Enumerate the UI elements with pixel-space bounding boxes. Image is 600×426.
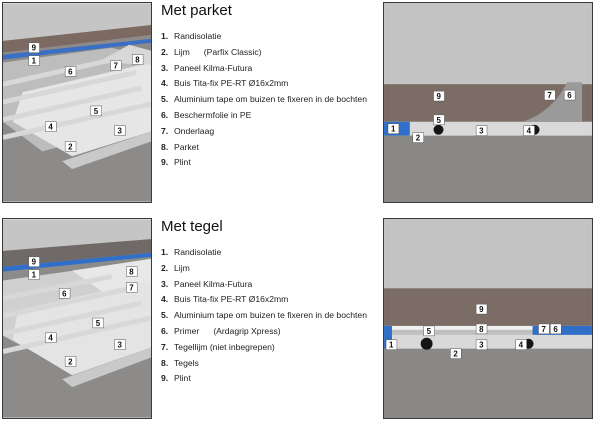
label-6: 6 [553, 325, 558, 334]
pipe-left [420, 337, 433, 350]
pipe-1 [3, 274, 113, 301]
pipe-3 [3, 85, 142, 123]
legend-item: 5.Aluminium tape om buizen te fixeren in… [161, 94, 367, 105]
panel [384, 334, 592, 349]
parket-cutaway-svg: 9 1 6 7 8 5 4 3 2 [3, 3, 151, 202]
panel-edge [62, 131, 151, 170]
tiles [384, 325, 592, 330]
legend-item: 4.Buis Tita-fix PE-RT Ø16x2mm [161, 294, 289, 305]
label-9: 9 [32, 258, 37, 267]
parket-cutaway-figure: 9 1 6 7 8 5 4 3 2 [2, 2, 152, 203]
legend-item: 8.Parket [161, 141, 199, 152]
section-tegel: 9 1 8 7 6 5 4 3 2 Met tegel 1.Randisolat… [0, 216, 600, 426]
pipe-3 [3, 300, 142, 337]
left-labels: 9 1 8 7 6 5 4 3 2 [28, 256, 138, 367]
panel-edge [62, 347, 151, 388]
legend-item: 2.Lijm(Parfix Classic) [161, 46, 262, 57]
pipe-2 [3, 285, 132, 319]
edge-insulation [3, 252, 151, 272]
label-9: 9 [32, 44, 37, 53]
label-3: 3 [479, 341, 484, 350]
legend-item: 5.Aluminium tape om buizen te fixeren in… [161, 310, 367, 321]
plinth [384, 288, 592, 326]
pipe-left [433, 124, 444, 135]
label-6: 6 [62, 289, 67, 298]
label-3: 3 [117, 341, 122, 350]
label-1: 1 [391, 125, 396, 134]
legend-item: 4.Buis Tita-fix PE-RT Ø16x2mm [161, 78, 289, 89]
label-6: 6 [68, 67, 73, 76]
label-2: 2 [453, 350, 458, 359]
legend-item: 9.Plint [161, 157, 191, 168]
label-7: 7 [129, 283, 134, 292]
label-1: 1 [32, 57, 37, 66]
edge-insulation-left [384, 325, 392, 349]
label-9: 9 [437, 92, 442, 101]
legend-item: 3.Paneel Kilma-Futura [161, 62, 253, 73]
tile-adhesive [384, 329, 592, 335]
legend-list: 1.Randisolatie 2.Lijm 3.Paneel Kilma-Fut… [161, 245, 381, 387]
edge-insulation-right [532, 325, 592, 335]
right-labels: 9 8 7 6 1 5 3 4 2 [385, 303, 562, 359]
section-title: Met parket [161, 2, 232, 19]
legend-list: 1.Randisolatie 2.Lijm(Parfix Classic) 3.… [161, 29, 381, 171]
edge-insulation [3, 38, 151, 60]
label-7: 7 [114, 61, 119, 70]
label-9: 9 [479, 305, 484, 314]
label-8: 8 [129, 268, 134, 277]
legend-item: 8.Tegels [161, 357, 199, 368]
label-3: 3 [479, 127, 484, 136]
plinth [3, 239, 151, 267]
pipe-2 [3, 69, 137, 105]
label-7: 7 [541, 325, 546, 334]
label-7: 7 [547, 91, 552, 100]
label-5: 5 [437, 116, 442, 125]
left-labels: 9 1 6 7 8 5 4 3 2 [28, 42, 144, 152]
tegel-cross-section-svg: 9 8 7 6 1 5 3 4 2 [384, 219, 592, 418]
screed-floor [384, 348, 592, 418]
legend-item: 7.Onderlaag [161, 125, 215, 136]
label-3: 3 [117, 127, 122, 136]
label-4: 4 [527, 127, 532, 136]
tegel-cross-section-figure: 9 8 7 6 1 5 3 4 2 [383, 218, 593, 419]
label-5: 5 [427, 327, 432, 336]
label-1: 1 [32, 271, 37, 280]
label-4: 4 [48, 123, 53, 132]
label-4: 4 [48, 334, 53, 343]
legend-item: 1.Randisolatie [161, 247, 222, 257]
legend-item: 9.Plint [161, 373, 191, 384]
label-5: 5 [96, 319, 101, 328]
parket-cross-section-svg: 9 7 6 1 5 2 3 4 [384, 3, 592, 202]
label-6: 6 [567, 91, 572, 100]
label-8: 8 [135, 56, 140, 65]
legend-item: 6.Beschermfolie in PE [161, 109, 252, 120]
right-labels: 9 7 6 1 5 2 3 4 [387, 89, 576, 143]
parket-cross-section-figure: 9 7 6 1 5 2 3 4 [383, 2, 593, 203]
pipe-4 [3, 315, 151, 354]
tegel-cutaway-svg: 9 1 8 7 6 5 4 3 2 [3, 219, 151, 418]
section-parket: 9 1 6 7 8 5 4 3 2 Met parket 1.Randisola… [0, 0, 600, 210]
label-1: 1 [389, 341, 394, 350]
section-title: Met tegel [161, 218, 223, 235]
pipe-1 [3, 55, 122, 87]
tegel-cutaway-figure: 9 1 8 7 6 5 4 3 2 [2, 218, 152, 419]
label-2: 2 [68, 357, 73, 366]
label-2: 2 [68, 142, 73, 151]
legend-item: 6.Primer(Ardagrip Xpress) [161, 325, 281, 336]
label-4: 4 [519, 341, 524, 350]
label-2: 2 [416, 134, 421, 143]
label-5: 5 [94, 107, 99, 116]
legend-item: 2.Lijm [161, 262, 190, 273]
legend-item: 7.Tegellijm (niet inbegrepen) [161, 341, 275, 352]
plinth [3, 25, 151, 53]
label-8: 8 [479, 325, 484, 334]
legend-item: 1.Randisolatie [161, 31, 222, 41]
legend-item: 3.Paneel Kilma-Futura [161, 278, 253, 289]
pipe-4 [3, 101, 151, 140]
screed-floor [384, 135, 592, 202]
